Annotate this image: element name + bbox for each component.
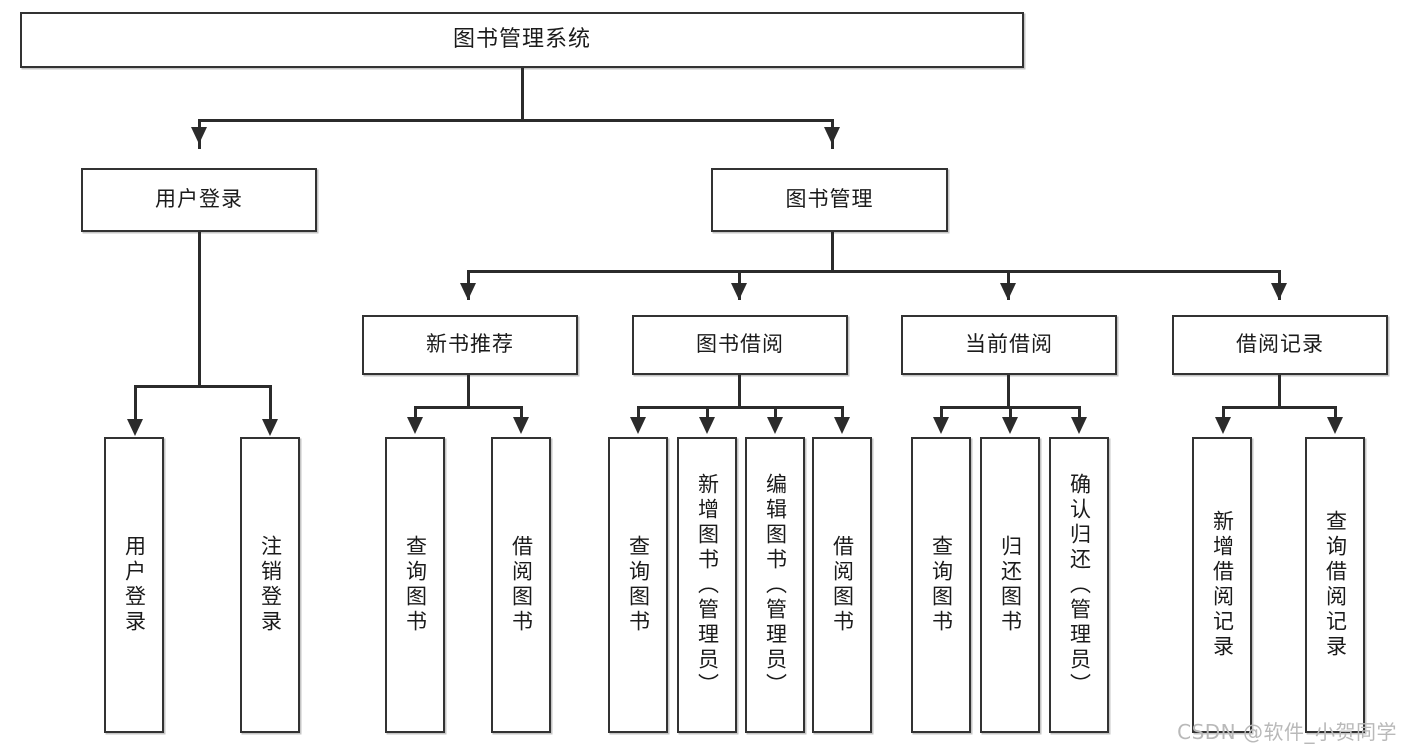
leaf-query-book-borrow[interactable]: 查询图书 (608, 437, 668, 733)
leaf-add-borrow-record[interactable]: 新增借阅记录 (1192, 437, 1252, 733)
arrow-down-icon (191, 127, 207, 144)
node-label: 用户登录 (122, 535, 147, 635)
edge-root-stem (521, 68, 524, 121)
leaf-return-book[interactable]: 归还图书 (980, 437, 1040, 733)
edge-to-leaf-add-book (706, 406, 709, 423)
edge-user-login-bus (134, 385, 271, 388)
edge-to-leaf-edit-book (774, 406, 777, 423)
arrow-down-icon (824, 127, 840, 144)
arrow-down-icon (834, 417, 850, 434)
arrow-down-icon (731, 283, 747, 300)
leaf-add-book[interactable]: 新增图书（管理员） (677, 437, 737, 733)
node-label: 图书管理系统 (452, 26, 591, 52)
node-label: 新增借阅记录 (1210, 510, 1235, 660)
arrow-down-icon (699, 417, 715, 434)
node-label: 编辑图书（管理员） (763, 472, 788, 698)
edge-to-leaf-user-logout (269, 385, 272, 421)
node-user-login[interactable]: 用户登录 (81, 168, 317, 232)
leaf-query-book-current[interactable]: 查询图书 (911, 437, 971, 733)
arrow-down-icon (1271, 283, 1287, 300)
node-label: 注销登录 (258, 535, 283, 635)
node-label: 新增图书（管理员） (695, 472, 720, 698)
leaf-edit-book[interactable]: 编辑图书（管理员） (745, 437, 805, 733)
leaf-user-logout[interactable]: 注销登录 (240, 437, 300, 733)
leaf-user-login[interactable]: 用户登录 (104, 437, 164, 733)
node-label: 查询图书 (626, 535, 651, 635)
arrow-down-icon (1327, 417, 1343, 434)
edge-borrow-record-bus (1222, 406, 1336, 409)
leaf-query-borrow-record[interactable]: 查询借阅记录 (1305, 437, 1365, 733)
node-label: 借阅记录 (1236, 332, 1324, 357)
node-label: 图书借阅 (696, 332, 784, 357)
node-book-borrow[interactable]: 图书借阅 (632, 315, 848, 375)
edge-to-leaf-add-record (1222, 406, 1225, 423)
node-new-book-recommend[interactable]: 新书推荐 (362, 315, 578, 375)
edge-to-leaf-user-login (134, 385, 137, 421)
node-label: 查询图书 (403, 535, 428, 635)
arrow-down-icon (407, 417, 423, 434)
edge-to-leaf-query-record (1334, 406, 1337, 423)
node-label: 借阅图书 (509, 535, 534, 635)
arrow-down-icon (1215, 417, 1231, 434)
edge-book-manage-bus (467, 270, 1281, 273)
arrow-down-icon (630, 417, 646, 434)
node-borrow-record[interactable]: 借阅记录 (1172, 315, 1388, 375)
leaf-query-book-recommend[interactable]: 查询图书 (385, 437, 445, 733)
arrow-down-icon (460, 283, 476, 300)
arrow-down-icon (767, 417, 783, 434)
arrow-down-icon (1002, 417, 1018, 434)
edge-to-leaf-query-book-2 (637, 406, 640, 423)
edge-book-borrow-stem (738, 375, 741, 408)
edge-borrow-record-stem (1278, 375, 1281, 408)
arrow-down-icon (1071, 417, 1087, 434)
edge-new-book-bus (414, 406, 522, 409)
edge-root-bus (198, 119, 833, 122)
edge-to-leaf-query-book-3 (940, 406, 943, 423)
edge-to-leaf-borrow-book-2 (841, 406, 844, 423)
edge-to-leaf-return-book (1009, 406, 1012, 423)
arrow-down-icon (262, 419, 278, 436)
node-label: 查询借阅记录 (1323, 510, 1348, 660)
node-label: 新书推荐 (426, 332, 514, 357)
edge-to-leaf-confirm-return (1078, 406, 1081, 423)
node-label: 借阅图书 (830, 535, 855, 635)
node-label: 当前借阅 (965, 332, 1053, 357)
edge-book-borrow-bus (637, 406, 843, 409)
edge-book-manage-stem (831, 232, 834, 272)
node-book-manage[interactable]: 图书管理 (711, 168, 948, 232)
node-label: 用户登录 (155, 187, 243, 212)
leaf-borrow-book[interactable]: 借阅图书 (812, 437, 872, 733)
node-label: 确认归还（管理员） (1067, 472, 1092, 698)
arrow-down-icon (513, 417, 529, 434)
node-label: 图书管理 (785, 187, 874, 212)
edge-to-leaf-borrow-book-1 (520, 406, 523, 423)
node-label: 归还图书 (998, 535, 1023, 635)
node-label: 查询图书 (929, 535, 954, 635)
arrow-down-icon (1000, 283, 1016, 300)
edge-user-login-stem (198, 232, 201, 387)
arrow-down-icon (127, 419, 143, 436)
edge-current-borrow-stem (1007, 375, 1010, 408)
edge-to-leaf-query-book-1 (414, 406, 417, 423)
edge-new-book-stem (467, 375, 470, 408)
leaf-borrow-book-recommend[interactable]: 借阅图书 (491, 437, 551, 733)
leaf-confirm-return[interactable]: 确认归还（管理员） (1049, 437, 1109, 733)
node-root-book-management-system[interactable]: 图书管理系统 (20, 12, 1024, 68)
arrow-down-icon (933, 417, 949, 434)
node-current-borrow[interactable]: 当前借阅 (901, 315, 1117, 375)
